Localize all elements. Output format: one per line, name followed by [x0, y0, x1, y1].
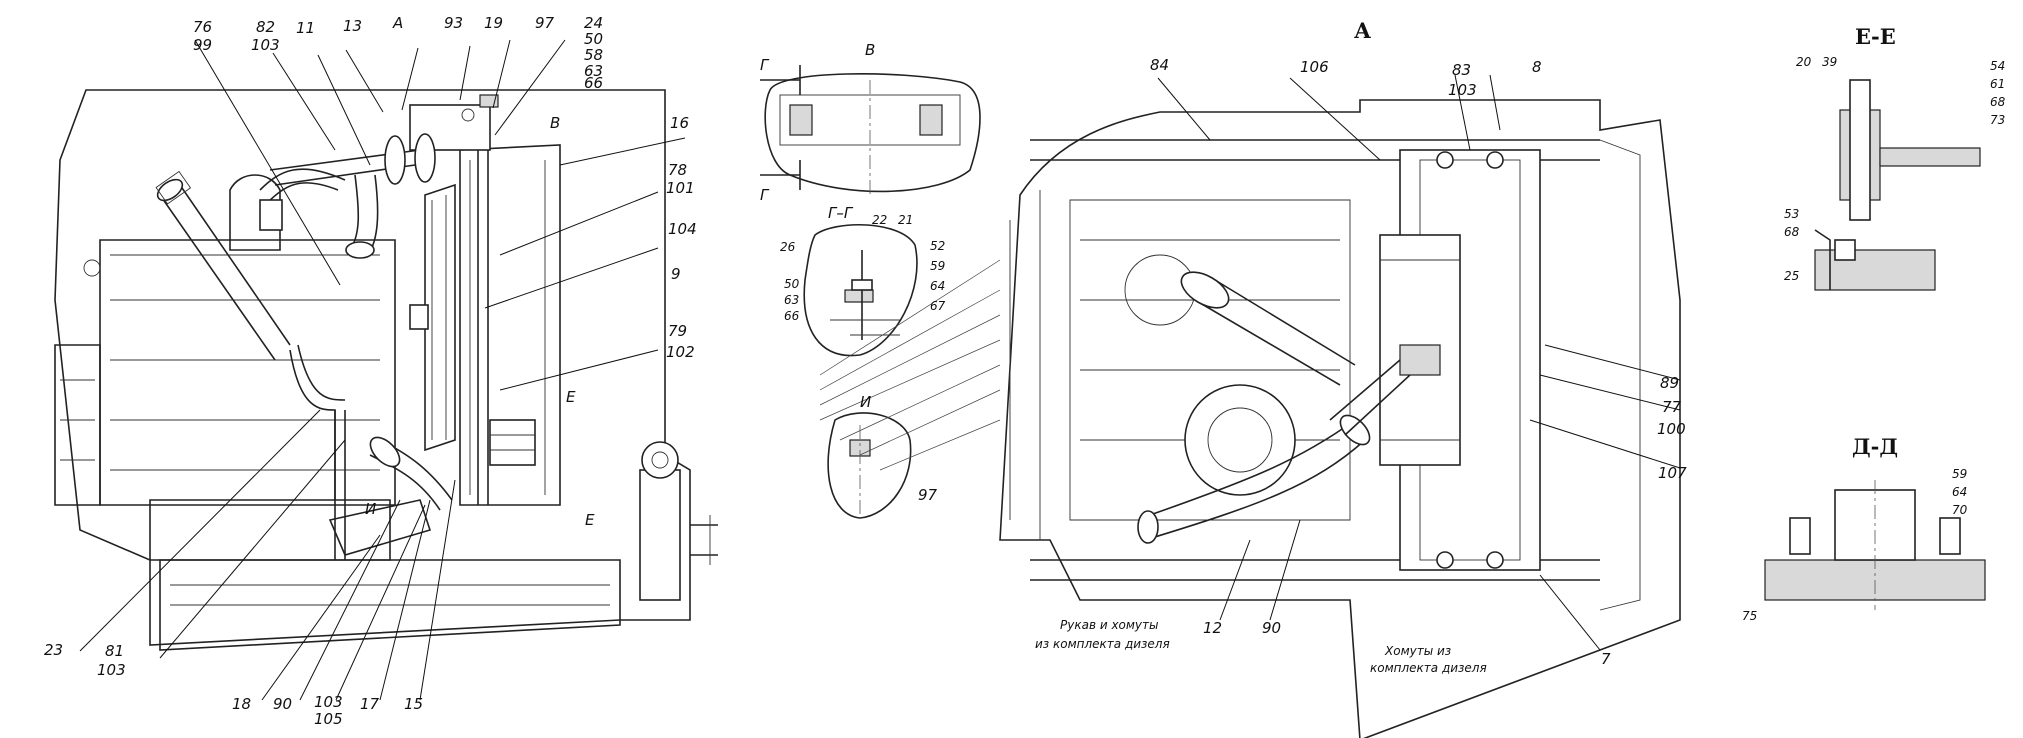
label-19: 19 — [484, 14, 503, 32]
section-d-d — [1764, 480, 1986, 610]
inset-gg — [803, 223, 918, 357]
section-e-e — [1814, 79, 1981, 291]
label-107: 107 — [1658, 464, 1687, 482]
inset-b-title: В — [865, 41, 875, 59]
label-64: 64 — [930, 279, 945, 293]
label-53: 53 — [1784, 207, 1799, 221]
label-84: 84 — [1150, 56, 1169, 74]
left-main-view — [54, 89, 718, 651]
label-97: 97 — [535, 14, 555, 32]
label-78: 78 — [668, 161, 687, 179]
label-76: 76 — [193, 18, 212, 36]
arrow-e-top-label: Е — [566, 388, 576, 406]
label-90b: 90 — [1262, 619, 1281, 637]
label-103b: 103 — [97, 661, 126, 679]
label-97b: 97 — [918, 486, 938, 504]
note-hoses-line2: из комплекта дизеля — [1035, 637, 1170, 651]
guide-lines — [819, 259, 1001, 471]
label-54: 54 — [1990, 59, 2005, 73]
label-20: 20 — [1796, 55, 1812, 69]
label-68: 68 — [1990, 95, 2006, 109]
label-7: 7 — [1601, 650, 1611, 668]
label-8: 8 — [1532, 58, 1542, 76]
label-18: 18 — [232, 695, 251, 713]
label-89: 89 — [1660, 374, 1679, 392]
label-103c: 103 — [314, 693, 343, 711]
label-77: 77 — [1662, 398, 1682, 416]
label-102: 102 — [666, 343, 695, 361]
section-e-e-title: Е-Е — [1855, 24, 1896, 49]
label-50: 50 — [584, 30, 603, 48]
arrow-i-label: И — [365, 500, 376, 518]
label-81: 81 — [105, 642, 124, 660]
label-13: 13 — [343, 17, 362, 35]
label-75: 75 — [1742, 609, 1757, 623]
label-66: 66 — [584, 74, 603, 92]
label-103d: 103 — [1448, 81, 1477, 99]
inset-v — [760, 65, 981, 195]
note-hoses-line1: Рукав и хомуты — [1060, 618, 1159, 632]
label-66b: 66 — [784, 309, 800, 323]
inset-i — [827, 412, 912, 519]
inset-g-mark-top: Г — [760, 56, 770, 74]
view-a — [999, 99, 1681, 738]
inset-i-title: И — [860, 393, 871, 411]
label-22: 22 — [872, 213, 887, 227]
label-79: 79 — [668, 322, 687, 340]
label-106: 106 — [1300, 58, 1329, 76]
note-clamps-line2: комплекта дизеля — [1370, 661, 1487, 675]
label-99: 99 — [193, 36, 212, 54]
label-70: 70 — [1952, 503, 1968, 517]
label-58: 58 — [584, 46, 603, 64]
label-103: 103 — [251, 36, 280, 54]
label-15: 15 — [404, 695, 423, 713]
label-50b: 50 — [784, 277, 800, 291]
label-25: 25 — [1784, 269, 1799, 283]
label-93: 93 — [444, 14, 463, 32]
label-83: 83 — [1452, 61, 1471, 79]
inset-gg-title: Г–Г — [828, 204, 854, 222]
arrow-a-label: А — [392, 14, 403, 32]
inset-g-mark-bottom: Г — [760, 186, 770, 204]
label-63b: 63 — [784, 293, 799, 307]
callout-labels: А Е-Е Д-Д А В Е Е И В Г Г Г–Г И 76 99 82… — [44, 14, 2006, 728]
label-39: 39 — [1822, 55, 1837, 69]
label-59: 59 — [930, 259, 945, 273]
arrow-b-label: В — [550, 114, 560, 132]
label-63: 63 — [584, 62, 603, 80]
leader-lines — [79, 39, 1681, 701]
note-clamps-line1: Хомуты из — [1384, 644, 1451, 658]
label-90: 90 — [273, 695, 292, 713]
arrow-e-bottom-label: Е — [585, 511, 595, 529]
label-9: 9 — [671, 265, 681, 283]
label-61: 61 — [1990, 77, 2005, 91]
label-73: 73 — [1990, 113, 2005, 127]
label-26: 26 — [780, 240, 796, 254]
label-12: 12 — [1203, 619, 1222, 637]
label-24: 24 — [584, 14, 603, 32]
label-67: 67 — [930, 299, 946, 313]
label-16: 16 — [670, 114, 689, 132]
view-a-title: А — [1354, 18, 1371, 43]
label-82: 82 — [256, 18, 275, 36]
label-101: 101 — [666, 179, 695, 197]
section-d-d-title: Д-Д — [1852, 434, 1898, 459]
label-104: 104 — [668, 220, 697, 238]
label-23: 23 — [44, 641, 63, 659]
label-52: 52 — [930, 239, 945, 253]
label-59b: 59 — [1952, 467, 1967, 481]
label-68b: 68 — [1784, 225, 1800, 239]
label-64b: 64 — [1952, 485, 1967, 499]
label-100: 100 — [1657, 420, 1686, 438]
label-17: 17 — [360, 695, 380, 713]
label-21: 21 — [898, 213, 913, 227]
label-11: 11 — [296, 19, 315, 37]
label-105: 105 — [314, 710, 343, 728]
